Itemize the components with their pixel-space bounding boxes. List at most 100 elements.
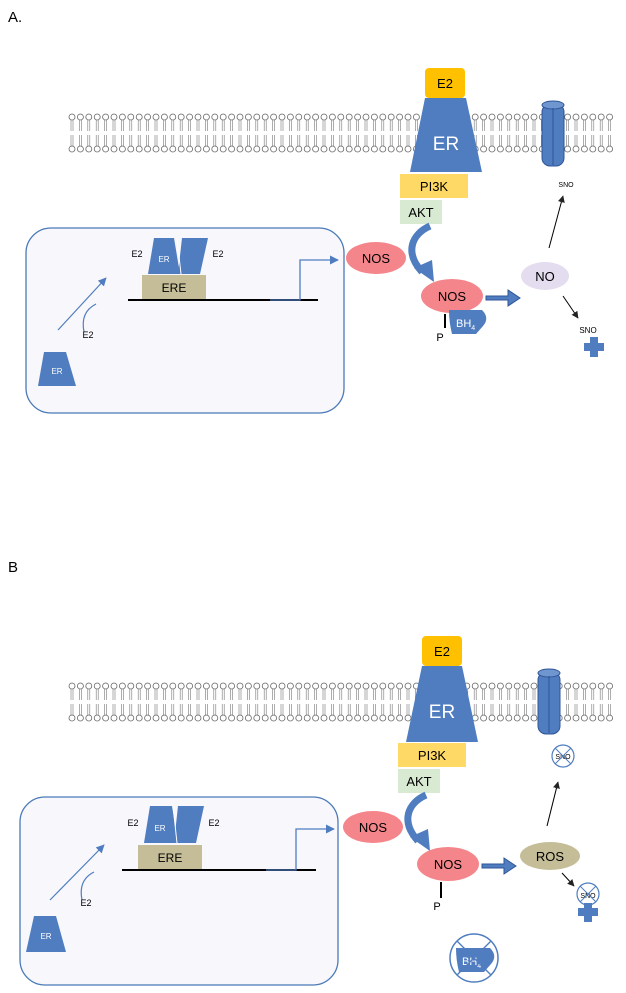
lipid-tail <box>507 135 511 146</box>
lipid-head <box>572 113 580 121</box>
lipid-head <box>186 113 194 121</box>
lipid-tail <box>272 689 275 700</box>
lipid-head <box>379 145 387 153</box>
lipid-head <box>236 714 244 722</box>
lipid-tail <box>263 704 267 715</box>
lipid-head <box>160 113 168 121</box>
lipid-head <box>202 714 210 722</box>
lipid-head <box>597 682 605 690</box>
lipid-head <box>328 145 336 153</box>
lipid-tail <box>104 120 107 131</box>
lipid-head <box>244 113 252 121</box>
lipid-head <box>110 145 118 153</box>
lipid-head <box>211 682 219 690</box>
lipid-tail <box>389 689 393 700</box>
lipid-tail <box>482 689 485 700</box>
lipid-head <box>228 682 236 690</box>
lipid-tail <box>305 120 309 131</box>
lipid-tail <box>112 704 116 715</box>
lipid-tail <box>398 689 401 700</box>
lipid-head <box>278 113 286 121</box>
lipid-tail <box>482 704 485 715</box>
lipid-tail <box>196 120 200 131</box>
lipid-head <box>606 682 613 690</box>
lipid-head <box>312 145 320 153</box>
lipid-tail <box>289 704 292 715</box>
dimer-left-e2: E2 <box>131 249 142 259</box>
lipid-head <box>488 113 496 121</box>
lipid-tail <box>364 689 368 700</box>
phospho-label: P <box>436 332 443 344</box>
lipid-head <box>236 682 244 690</box>
lipid-head <box>589 145 597 153</box>
lipid-tail <box>515 120 519 131</box>
lipid-head <box>581 682 588 690</box>
lipid-tail <box>347 135 351 146</box>
pi3k-label: PI3K <box>418 748 447 763</box>
lipid-head <box>127 145 135 153</box>
lipid-head <box>127 682 135 690</box>
lipid-tail <box>364 704 368 715</box>
lipid-head <box>505 145 513 153</box>
lipid-tail <box>163 704 166 715</box>
lipid-tail <box>255 704 259 715</box>
lipid-head <box>496 682 504 690</box>
nos-inactive-label: NOS <box>362 251 391 266</box>
lipid-tail <box>188 689 191 700</box>
lipid-tail <box>154 689 158 700</box>
cell-membrane <box>68 682 613 722</box>
lipid-head <box>387 682 395 690</box>
lipid-tail <box>599 689 603 700</box>
lipid-head <box>77 113 84 121</box>
lipid-head <box>564 113 571 121</box>
lipid-head <box>278 145 286 153</box>
lipid-tail <box>255 135 259 146</box>
membrane-receptor: ER E2 PI3K AKT <box>398 636 478 793</box>
lipid-tail <box>247 689 250 700</box>
receptor-label: ER <box>429 702 455 723</box>
lipid-head <box>211 113 219 121</box>
lipid-tail <box>356 135 359 146</box>
lipid-head <box>370 145 378 153</box>
lipid-head <box>530 682 538 690</box>
lipid-tail <box>188 135 191 146</box>
lipid-head <box>211 714 219 722</box>
lipid-head <box>303 714 311 722</box>
lipid-tail <box>154 135 158 146</box>
lipid-head <box>337 145 345 153</box>
lipid-tail <box>230 120 233 131</box>
lipid-tail <box>221 704 225 715</box>
lipid-head <box>412 113 420 121</box>
lipid-tail <box>95 704 99 715</box>
lipid-head <box>219 113 227 121</box>
lipid-head <box>160 714 168 722</box>
lipid-head <box>194 714 202 722</box>
lipid-head <box>186 682 194 690</box>
lipid-head <box>169 682 177 690</box>
lipid-head <box>127 113 135 121</box>
lipid-tail <box>171 689 175 700</box>
lipid-head <box>589 682 597 690</box>
lipid-tail <box>95 689 99 700</box>
lipid-head <box>362 113 370 121</box>
lipid-tail <box>373 704 376 715</box>
lipid-tail <box>507 120 511 131</box>
lipid-head <box>564 145 571 153</box>
lipid-head <box>496 113 504 121</box>
phospho-label: P <box>433 901 440 913</box>
lipid-tail <box>137 689 141 700</box>
lipid-tail <box>297 120 301 131</box>
lipid-head <box>261 682 269 690</box>
lipid-tail <box>179 704 183 715</box>
lipid-tail <box>263 689 267 700</box>
lipid-tail <box>263 120 267 131</box>
lipid-tail <box>482 135 485 146</box>
lipid-head <box>270 145 278 153</box>
panel-label: A. <box>8 9 22 26</box>
lipid-head <box>85 714 93 722</box>
lipid-tail <box>205 704 208 715</box>
lipid-head <box>328 714 336 722</box>
crossed-bh4-cofactor: BH4 <box>449 933 499 983</box>
lipid-tail <box>532 135 536 146</box>
lipid-head <box>597 145 605 153</box>
